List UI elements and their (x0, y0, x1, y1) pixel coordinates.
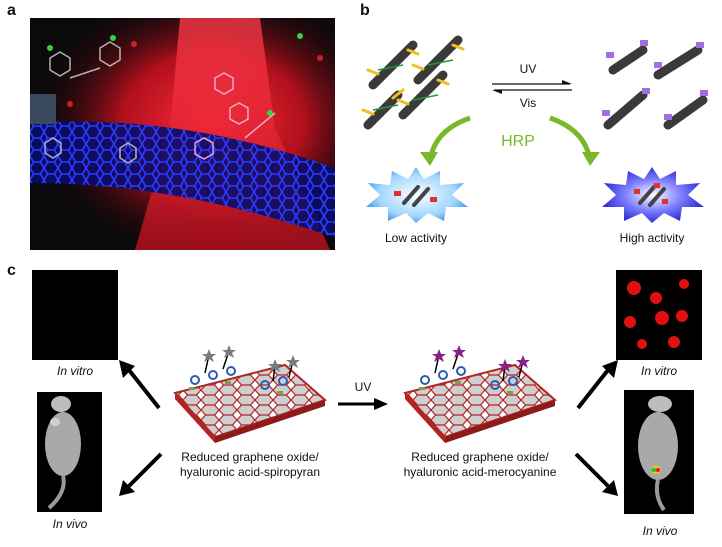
in-vivo-image-before (37, 392, 102, 512)
in-vivo-image-after (624, 390, 694, 514)
graphene-sheet-spiropyran (165, 345, 330, 445)
in-vitro-image-before (32, 270, 118, 360)
in-vivo-caption-before: In vivo (52, 517, 88, 531)
right-sheet-arrows (572, 360, 622, 500)
high-activity-burst (596, 165, 708, 225)
panel-a-label: a (7, 2, 16, 19)
right-material-line2: hyaluronic acid-merocyanine (403, 465, 557, 479)
vis-label-b: Vis (519, 96, 537, 110)
in-vitro-caption-before: In vitro (56, 364, 93, 378)
panel-b-label: b (360, 2, 370, 19)
low-activity-burst (360, 165, 472, 225)
hrp-label: HRP (501, 133, 535, 150)
panel-a-render (30, 18, 335, 250)
high-activity-caption: High activity (619, 231, 685, 245)
nanotube-cluster-spiropyran (358, 30, 478, 130)
graphene-sheet-merocyanine (395, 345, 565, 445)
in-vivo-caption-after: In vivo (642, 524, 678, 538)
uv-label-c: UV (354, 380, 372, 394)
in-vitro-image-after (616, 270, 702, 360)
panel-c-label: c (7, 262, 16, 279)
uv-vis-arrows (490, 80, 574, 94)
in-vitro-caption-after: In vitro (640, 364, 677, 378)
left-material-line1: Reduced graphene oxide/ (181, 450, 319, 464)
uv-label-b: UV (519, 62, 537, 76)
uv-arrow-c (338, 398, 388, 410)
nanotube-cluster-merocyanine (598, 30, 718, 130)
left-sheet-arrows (115, 360, 165, 500)
left-material-line2: hyaluronic acid-spiropyran (179, 465, 321, 479)
hrp-arrows (410, 110, 610, 170)
right-material-line1: Reduced graphene oxide/ (411, 450, 549, 464)
low-activity-caption: Low activity (384, 231, 448, 245)
